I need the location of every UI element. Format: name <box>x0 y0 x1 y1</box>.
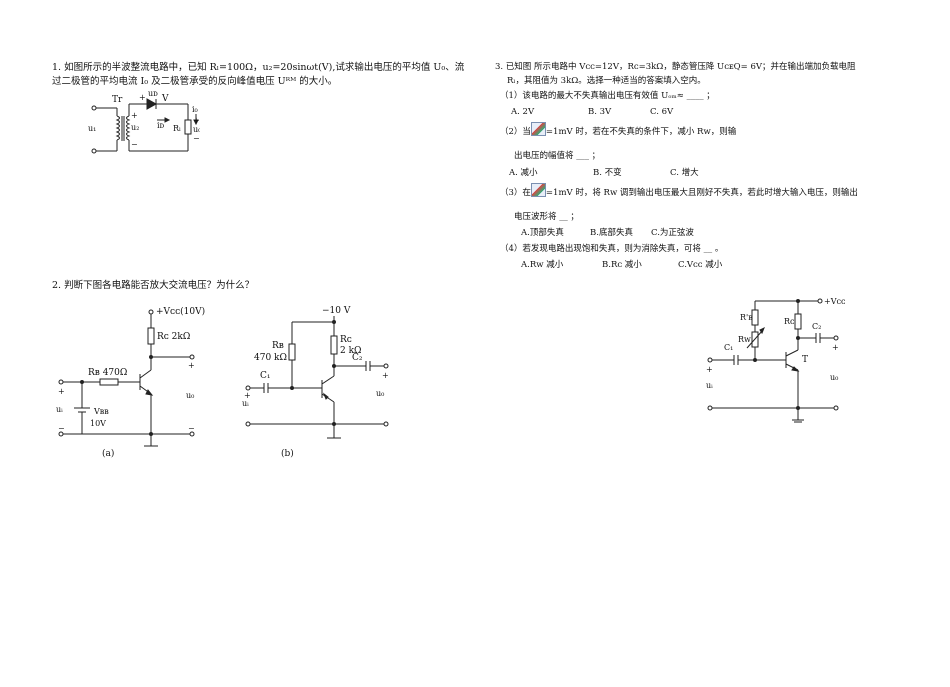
q3-part3: （3）在 =1mV 时，将 Rᴡ 调到输出电压最大且刚好不失真，若此时增大输入电压… <box>500 183 858 200</box>
q3-fig-vcc-label: +Vᴄᴄ <box>824 297 845 306</box>
q3-part1-option-b: B. 3V <box>588 107 612 117</box>
q2b-vcc-label: −10 V <box>322 306 351 316</box>
q2b-rc-label: Rᴄ <box>340 335 352 345</box>
q2b-uo-label: u₀ <box>376 389 384 398</box>
q2a-ui-label: uᵢ <box>56 405 63 414</box>
q2b-plus-out: + <box>382 371 389 380</box>
q1-label-plus-o: + <box>193 116 200 125</box>
q3-fig-rb-label: R'ʙ <box>740 313 753 322</box>
q2a-minus-out: − <box>188 424 195 433</box>
q3-part3-option-b: B.底部失真 <box>590 228 633 238</box>
q1-label-plus2: + <box>131 111 138 120</box>
q1-label-uo: u₀ <box>193 125 200 134</box>
q1-label-tr: Tr <box>112 95 123 105</box>
q2b-rb-label: Rʙ <box>272 341 284 351</box>
q3-part4: （4）若发现电路出现饱和失真，则为消除失真，可将 __ 。 <box>500 244 724 254</box>
q3-part2-prefix: （2）当 <box>500 127 531 137</box>
q3-part2-option-a: A. 减小 <box>509 168 538 178</box>
q3-intro-line2: Rₗ，其阻值为 3kΩ。选择一种适当的答案填入空内。 <box>507 76 706 86</box>
q2b-c2-label: C₂ <box>352 353 363 363</box>
q3-fig-plus-out: + <box>832 343 839 352</box>
input-voltage-image-icon-2 <box>530 183 546 197</box>
q3-fig-c1-label: C₁ <box>724 343 733 352</box>
q1-label-plus-d: + <box>139 93 146 102</box>
q3-fig-ui-label: uᵢ <box>706 381 713 390</box>
q3-part4-option-c: C.Vᴄᴄ 减小 <box>678 260 723 270</box>
q3-fig-t-label: T <box>802 355 808 365</box>
q1-label-io: i₀ <box>192 105 198 114</box>
q2b-ui-label: uᵢ <box>242 399 249 408</box>
q1-label-u2: u₂ <box>131 123 139 132</box>
q2b-c1-label: C₁ <box>260 371 271 381</box>
q3-part2-option-b: B. 不变 <box>593 168 622 178</box>
q3-part1-option-a: A. 2V <box>511 107 535 117</box>
q1-text-line1: 1. 如图所示的半波整流电路中，已知 Rₗ=100Ω，u₂=20sinωt(V)… <box>52 62 465 73</box>
q2a-plus-out: + <box>188 361 195 370</box>
q1-label-minus2: − <box>131 140 138 149</box>
q1-label-u1: u₁ <box>88 124 96 133</box>
q2-title: 2. 判断下图各电路能否放大交流电压？为什么？ <box>52 280 255 291</box>
q3-intro-line1: 3. 已知图 所示电路中 Vᴄᴄ=12V，Rᴄ=3kΩ，静态管压降 UᴄᴇQ= … <box>495 62 856 72</box>
q2a-caption: (a) <box>102 448 114 459</box>
q3-part3-option-c: C.为正弦波 <box>651 228 694 238</box>
q3-part2-text: =1mV 时，若在不失真的条件下，减小 Rᴡ，则输 <box>545 127 737 137</box>
q3-part2-line2: 出电压的幅值将 ___ ； <box>514 151 601 161</box>
q3-part3-line2: 电压波形将 __ ； <box>514 212 579 222</box>
q2b-rc-value: 2 kΩ <box>340 346 362 356</box>
q3-amplifier-circuit-figure: +Vᴄᴄ R'ʙ Rᴡ Rᴄ C₁ C₂ T uᵢ + u₀ + <box>706 297 845 423</box>
q3-fig-uo-label: u₀ <box>830 373 838 382</box>
q2a-minus-in: − <box>58 424 65 433</box>
q2b-plus-in: + <box>244 391 251 400</box>
q3-part2-option-c: C. 增大 <box>670 168 699 178</box>
q1-label-id: iᴅ <box>157 121 165 130</box>
q2a-rc-label: Rᴄ 2kΩ <box>157 332 190 342</box>
q2a-rb-label: Rʙ 470Ω <box>88 368 127 378</box>
input-voltage-image-icon <box>530 122 546 136</box>
q3-fig-plus-in: + <box>706 365 713 374</box>
q3-part2: （2）当 =1mV 时，若在不失真的条件下，减小 Rᴡ，则输 <box>500 122 736 139</box>
q1-text-line2: 过二极管的平均电流 I₀ 及二极管承受的反向峰值电压 Uᴿᴹ 的大小。 <box>52 76 338 87</box>
q3-part1: （1）该电路的最大不失真输出电压有效值 Uₒₘ≈ ____ ； <box>500 91 715 101</box>
q1-half-wave-rectifier-figure: Tr V uᴅ + iᴅ i₀ u₁ u₂ + − Rₗ u₀ + − <box>88 90 200 154</box>
q2a-uo-label: u₀ <box>186 391 194 400</box>
q1-label-ud: uᴅ <box>148 90 158 98</box>
q2a-plus-in: + <box>58 387 65 396</box>
q3-part4-option-a: A.Rᴡ 减小 <box>521 260 564 270</box>
q3-part3-prefix: （3）在 <box>500 188 531 198</box>
q2a-vbb-label: Vʙʙ <box>93 407 109 416</box>
q1-label-v: V <box>161 94 169 104</box>
q1-label-rl: Rₗ <box>173 124 181 133</box>
q2b-rb-value: 470 kΩ <box>254 353 287 363</box>
q3-part1-option-c: C. 6V <box>650 107 674 117</box>
q2-circuit-a-figure: +Vᴄᴄ(10V) Rᴄ 2kΩ Rʙ 470Ω Vʙʙ 10V uᵢ + − … <box>56 306 205 459</box>
q3-part3-text: =1mV 时，将 Rᴡ 调到输出电压最大且刚好不失真，若此时增大输入电压，则输出 <box>545 188 858 198</box>
q3-part4-option-b: B.Rᴄ 减小 <box>602 260 642 270</box>
q3-part3-option-a: A.顶部失真 <box>521 228 564 238</box>
q3-fig-rw-label: Rᴡ <box>738 335 751 344</box>
q2a-vbb-value: 10V <box>90 419 106 428</box>
q1-label-minus-o: − <box>193 134 200 143</box>
q2-circuit-b-figure: −10 V Rʙ 470 kΩ Rᴄ 2 kΩ C₁ C₂ uᵢ + u₀ + … <box>242 306 389 459</box>
q3-fig-rc-label: Rᴄ <box>784 317 795 326</box>
q3-fig-c2-label: C₂ <box>812 322 821 331</box>
q2b-caption: (b) <box>281 448 294 459</box>
q2a-vcc-label: +Vᴄᴄ(10V) <box>156 306 205 317</box>
